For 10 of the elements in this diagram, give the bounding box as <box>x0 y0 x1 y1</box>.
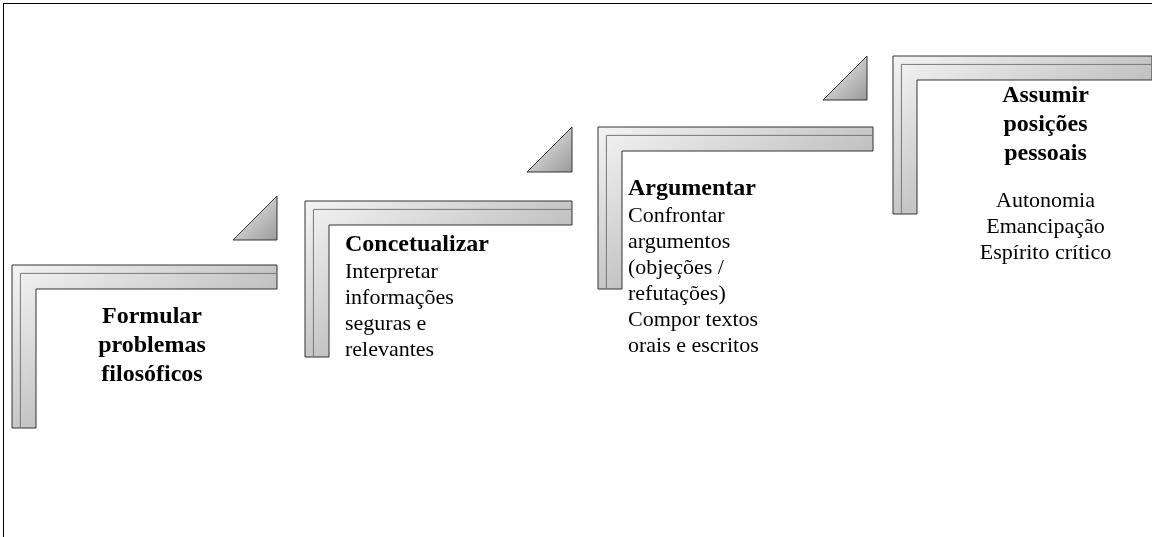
step-heading: Argumentar <box>628 173 757 202</box>
step-text: Autonomia <box>995 187 1096 213</box>
step-text: Espírito crítico <box>978 239 1113 265</box>
step-text: Compor textos orais e escritos <box>628 306 760 358</box>
step-text: Interpretar informações seguras e relevantes <box>345 258 455 362</box>
step-text: Confrontar argumentos (objeções / refutações) <box>628 202 732 306</box>
step-heading: Assumir posições pessoais <box>1001 80 1090 167</box>
step-text: Emancipação <box>985 213 1106 239</box>
step-heading: Formular problemas filosóficos <box>97 301 207 388</box>
step-heading: Concetualizar <box>345 229 490 258</box>
